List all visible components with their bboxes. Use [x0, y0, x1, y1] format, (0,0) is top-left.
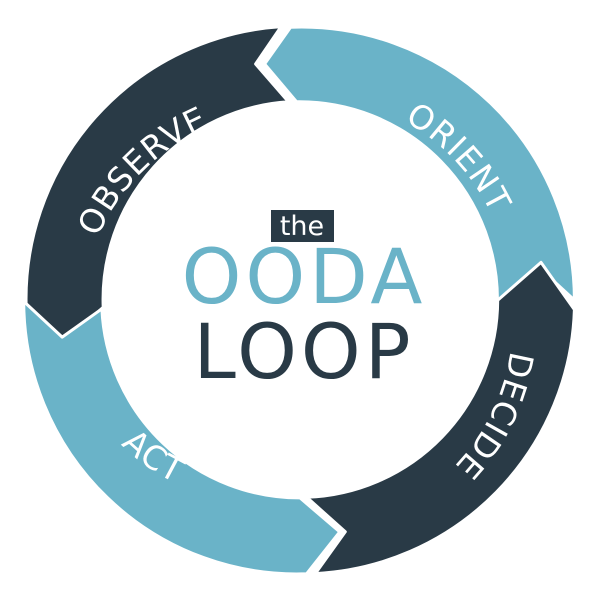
- segment-observe-shape: [24, 25, 290, 342]
- title-line-loop: LOOP: [193, 307, 414, 396]
- the-label: the: [280, 211, 324, 242]
- the-label-background: [271, 210, 334, 242]
- center-title: the OODA LOOP: [182, 210, 427, 396]
- segment-orient-shape: [263, 25, 576, 309]
- segment-orient: [263, 25, 576, 309]
- segment-observe: [24, 25, 290, 342]
- title-line-ooda: OODA: [182, 232, 427, 321]
- segment-act: [22, 299, 342, 576]
- segment-act-shape: [22, 299, 342, 576]
- segment-decide: [305, 260, 576, 576]
- segment-decide-shape: [305, 260, 576, 576]
